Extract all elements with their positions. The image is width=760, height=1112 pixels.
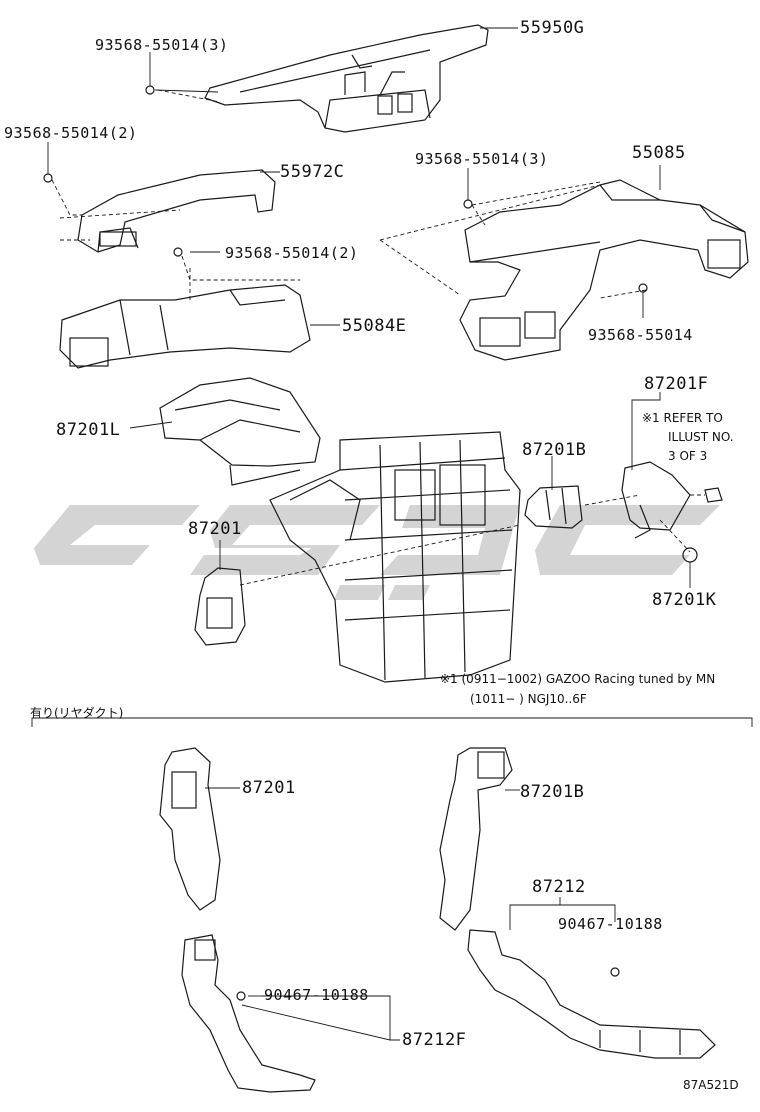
leader-lines [31,27,753,1041]
footnote-line2: (1011− ) NGJ10..6F [470,692,587,706]
part-87201B [524,485,583,529]
part-55084E [59,284,311,369]
label-87201K: 87201K [652,590,717,610]
refer-note-line1: ※1 REFER TO [642,411,723,425]
refer-note-line3: 3 OF 3 [668,449,708,463]
bolt-icons [43,85,648,1001]
label-bolt-mid-2: 93568-55014(2) [225,244,359,262]
watermark-logo [34,505,720,600]
label-clip-right: 90467-10188 [558,915,663,933]
part-87201-lower [159,747,221,911]
part-87201L [159,377,321,486]
part-87201B-lower [439,747,513,931]
part-87212F [181,934,316,1093]
label-bolt-left-2: 93568-55014(2) [4,124,138,142]
label-87212F: 87212F [402,1030,467,1050]
label-87201B: 87201B [522,440,587,460]
label-87201F: 87201F [644,374,709,394]
label-87201L: 87201L [56,420,121,440]
illustration-code: 87A521D [683,1078,739,1092]
part-55085 [459,179,749,361]
section-title: 有り(リヤダクト) [30,706,124,720]
footnote-line1: ※1 (0911−1002) GAZOO Racing tuned by MN [440,672,716,686]
label-87201: 87201 [188,519,242,539]
label-87212: 87212 [532,877,586,897]
label-clip-left: 90467-10188 [264,986,369,1004]
label-55085: 55085 [632,143,686,163]
refer-note-line2: ILLUST NO. [668,430,734,444]
part-87212-lower [467,929,716,1059]
part-87201 [194,567,246,646]
label-55084E: 55084E [342,316,407,336]
assembly-lines [51,89,705,586]
part-55972C [77,169,276,253]
part-87201F [621,461,723,539]
part-55950G [204,24,489,133]
label-87201B-lower: 87201B [520,782,585,802]
label-87201-lower: 87201 [242,778,296,798]
label-55972C: 55972C [280,162,345,182]
label-bolt-top-3: 93568-55014(3) [95,36,229,54]
heater-unit [269,431,521,683]
label-bolt-single: 93568-55014 [588,326,693,344]
label-55950G: 55950G [520,18,585,38]
label-bolt-right-3: 93568-55014(3) [415,150,549,168]
